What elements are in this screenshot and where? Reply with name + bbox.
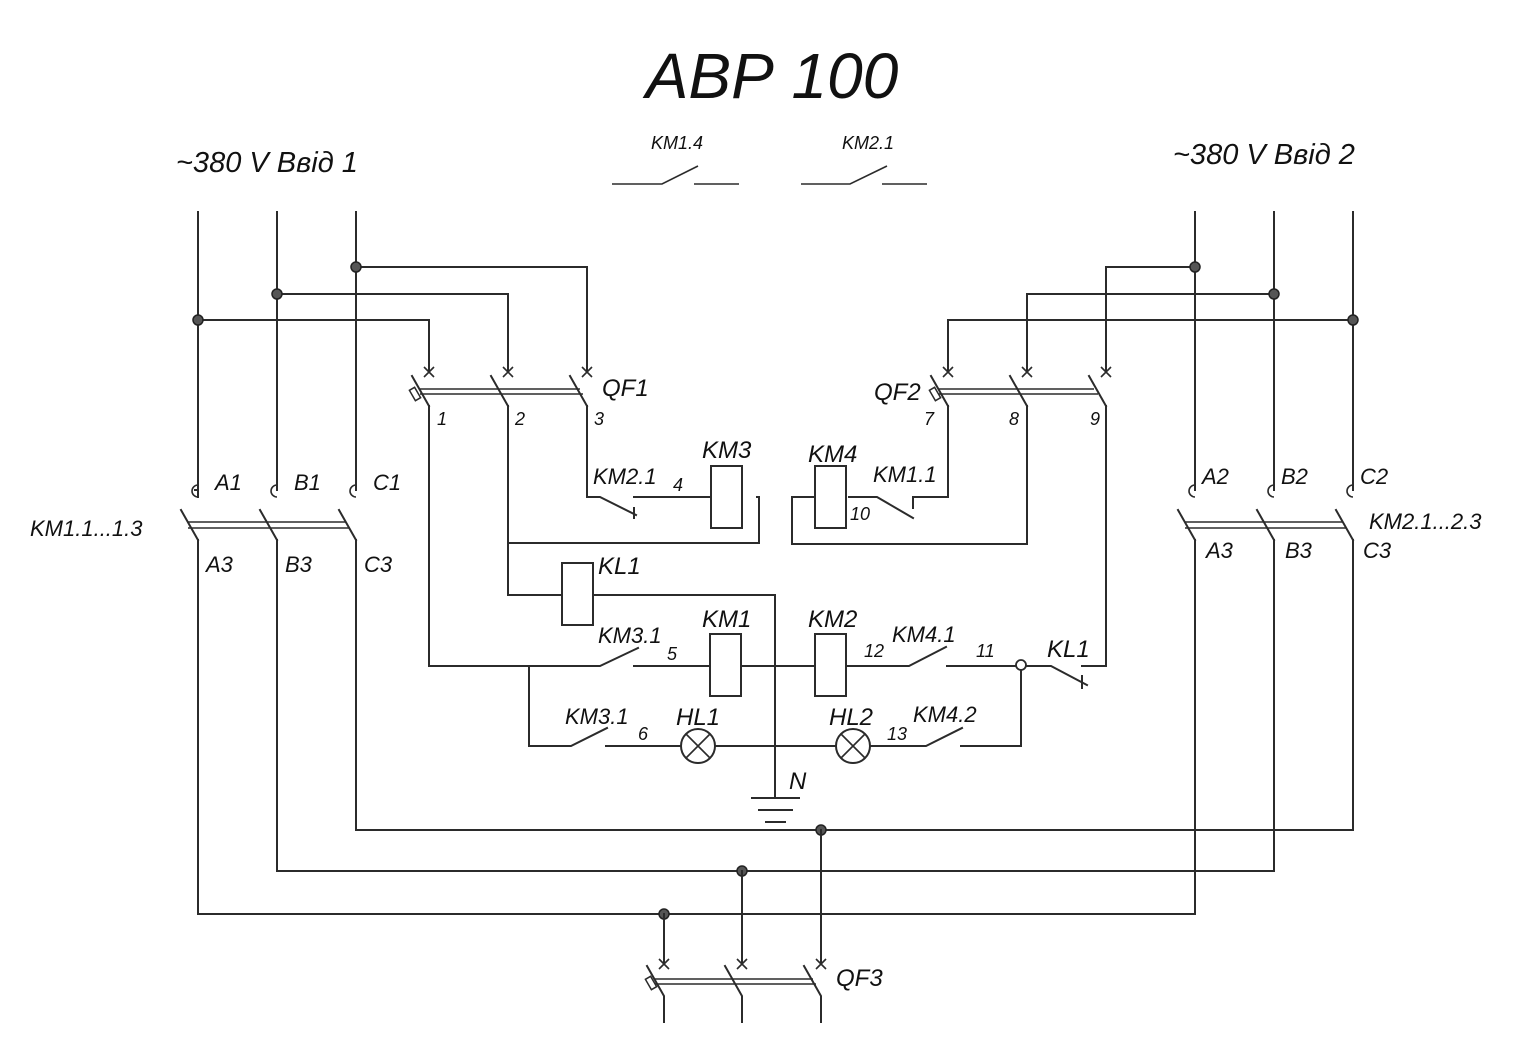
junction-dot — [1189, 261, 1201, 273]
junction-dot — [1268, 288, 1280, 300]
coil-km2 — [814, 633, 847, 697]
terminal-8: 8 — [1009, 409, 1019, 429]
phase-b3-2-label: B3 — [1285, 538, 1313, 563]
coil-km3-label: KM3 — [702, 437, 752, 464]
feed-1-label: ~380 V Ввід 1 — [176, 147, 358, 179]
phase-a3-label: A3 — [204, 552, 234, 577]
output-bus — [658, 824, 827, 963]
contactor-km2-group — [1176, 484, 1355, 915]
terminal-12: 12 — [864, 641, 884, 661]
breaker-qf2: QF2 7 8 9 — [874, 366, 1112, 429]
lamp-hl1-label: HL1 — [676, 704, 720, 731]
phase-c3-label: C3 — [364, 552, 393, 577]
terminal-node — [1015, 659, 1027, 671]
legend-contact-km21: KM2.1 — [801, 133, 927, 185]
neutral-label: N — [789, 768, 807, 795]
lamp-hl2 — [835, 728, 871, 764]
terminal-3: 3 — [594, 409, 604, 429]
feed-2-buses — [947, 211, 1359, 491]
qf3-label: QF3 — [836, 965, 883, 992]
feed-1-buses — [192, 211, 588, 491]
junction-dot — [192, 314, 204, 326]
coil-km1-label: KM1 — [702, 606, 751, 633]
coil-km2-label: KM2 — [808, 606, 857, 633]
terminal-13: 13 — [887, 724, 907, 744]
coil-kl1-label: KL1 — [598, 553, 641, 580]
terminal-11: 11 — [976, 641, 995, 661]
junction-dot — [350, 261, 362, 273]
phase-c2-label: C2 — [1360, 464, 1388, 489]
contactor-km1-group — [179, 482, 1354, 915]
ground-symbol — [751, 797, 800, 823]
breaker-qf1: QF1 1 2 3 — [408, 366, 649, 429]
coil-km3 — [710, 465, 743, 529]
legend-contact-km14: KM1.4 — [612, 133, 739, 185]
phase-b3-label: B3 — [285, 552, 313, 577]
contact-km42-label: KM4.2 — [913, 702, 977, 727]
contact-kl1-label: KL1 — [1047, 636, 1090, 663]
junction-dot — [1347, 314, 1359, 326]
lamp-hl1 — [680, 728, 716, 764]
contact-km21-label: KM2.1 — [593, 464, 657, 489]
contact-km31b-label: KM3.1 — [565, 704, 629, 729]
phase-b1-label: B1 — [294, 470, 321, 495]
contactor-km1-label: KM1.1...1.3 — [30, 516, 143, 541]
lamp-hl2-label: HL2 — [829, 704, 873, 731]
diagram-title: АВР 100 — [642, 40, 899, 112]
terminal-10: 10 — [850, 504, 870, 524]
terminal-2: 2 — [514, 409, 525, 429]
legend-km21-label: KM2.1 — [842, 133, 894, 153]
phase-c3-2-label: C3 — [1363, 538, 1392, 563]
coil-kl1 — [561, 562, 594, 626]
terminal-7: 7 — [924, 409, 935, 429]
phase-c1-label: C1 — [373, 470, 401, 495]
coil-km4-label: KM4 — [808, 441, 857, 468]
terminal-4: 4 — [673, 475, 683, 495]
coil-km4 — [814, 465, 847, 529]
phase-a2-label: A2 — [1200, 464, 1229, 489]
contact-km31a-label: KM3.1 — [598, 623, 662, 648]
breaker-qf3: QF3 — [644, 958, 883, 1023]
terminal-1: 1 — [437, 409, 447, 429]
phase-b2-label: B2 — [1281, 464, 1308, 489]
terminal-9: 9 — [1090, 409, 1100, 429]
contact-km41-label: KM4.1 — [892, 622, 956, 647]
contactor-km2-label: KM2.1...2.3 — [1369, 509, 1482, 534]
contact-km11-label: KM1.1 — [873, 462, 937, 487]
qf1-label: QF1 — [602, 375, 649, 402]
qf2-label: QF2 — [874, 379, 921, 406]
coil-km1 — [709, 633, 742, 697]
terminal-6: 6 — [638, 724, 649, 744]
feed-2-label: ~380 V Ввід 2 — [1173, 139, 1355, 171]
phase-a3-2-label: A3 — [1204, 538, 1234, 563]
terminal-5: 5 — [667, 644, 678, 664]
junction-dot — [271, 288, 283, 300]
legend-km14-label: KM1.4 — [651, 133, 703, 153]
phase-a1-label: A1 — [213, 470, 242, 495]
